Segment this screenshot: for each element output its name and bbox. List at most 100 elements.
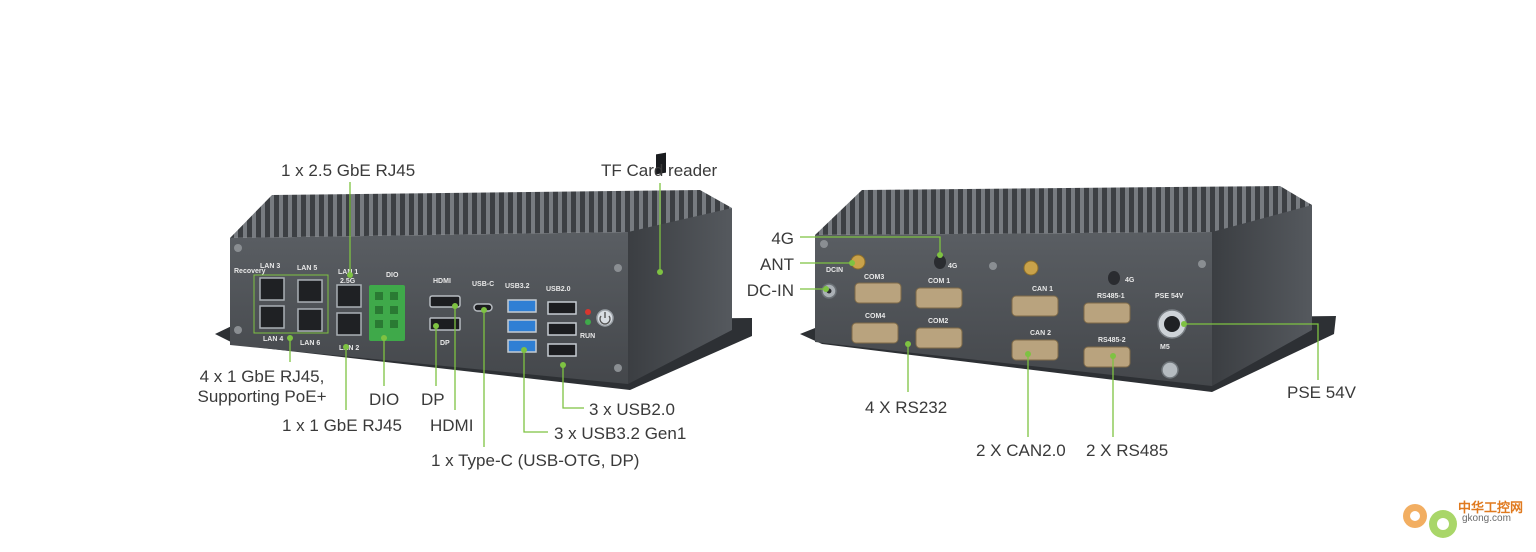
panel-label-com3: COM3 bbox=[864, 274, 884, 281]
lan-poe-frame bbox=[253, 274, 329, 334]
status-led-red bbox=[585, 309, 591, 315]
panel-label-dp: DP bbox=[440, 340, 450, 347]
m5-ground-screw bbox=[1161, 361, 1179, 379]
panel-label-usb32: USB3.2 bbox=[505, 283, 530, 290]
antenna-connector bbox=[1023, 260, 1039, 276]
panel-label-4g-2: 4G bbox=[1125, 277, 1135, 284]
screw bbox=[820, 240, 828, 248]
panel-label-can2: CAN 2 bbox=[1030, 330, 1051, 337]
panel-label-hdmi: HDMI bbox=[433, 278, 451, 285]
panel-label-run: RUN bbox=[580, 333, 595, 340]
screw bbox=[614, 264, 622, 272]
rj45-port-lan5 bbox=[297, 279, 323, 303]
front-device: Recovery LAN 3 LAN 5 LAN 1 2.5G DIO HDMI… bbox=[215, 152, 752, 390]
panel-label-com2: COM2 bbox=[928, 318, 948, 325]
panel-label-rs4851: RS485-1 bbox=[1097, 293, 1125, 300]
callout-1x-gbe-rj45: 1 x 1 GbE RJ45 bbox=[282, 416, 403, 435]
hdmi-port bbox=[429, 295, 461, 308]
usb20-port bbox=[547, 343, 577, 357]
callout-4g: 4G bbox=[771, 229, 794, 248]
usb20-ports bbox=[547, 301, 577, 357]
rj45-port-lan2 bbox=[336, 312, 362, 336]
rj45-port-lan3 bbox=[259, 277, 285, 301]
panel-label-can1: CAN 1 bbox=[1032, 286, 1053, 293]
panel-label-com1: COM 1 bbox=[928, 278, 950, 285]
panel-label-com4: COM4 bbox=[865, 313, 885, 320]
db9-ports bbox=[851, 282, 1131, 368]
usb32-port bbox=[507, 319, 537, 333]
db9-rs4851 bbox=[1083, 302, 1131, 324]
power-icon bbox=[599, 312, 611, 325]
callout-4x-gbe-line1: 4 x 1 GbE RJ45, bbox=[199, 367, 325, 386]
callout-dp: DP bbox=[421, 390, 445, 409]
db9-com3 bbox=[854, 282, 902, 304]
panel-label-lan4: LAN 4 bbox=[263, 336, 283, 343]
screw bbox=[1198, 260, 1206, 268]
watermark-logo bbox=[1403, 504, 1457, 538]
front-right-side bbox=[628, 208, 732, 384]
panel-label-pse: PSE 54V bbox=[1155, 293, 1184, 300]
db9-can1 bbox=[1011, 295, 1059, 317]
rear-heatsink bbox=[815, 186, 1312, 235]
db9-com1 bbox=[915, 287, 963, 309]
rj45-ports bbox=[259, 277, 362, 336]
rear-right-side bbox=[1212, 205, 1312, 386]
panel-label-dcin: DCIN bbox=[826, 267, 843, 274]
rj45-port-lan6 bbox=[297, 308, 323, 332]
panel-label-lan1: LAN 1 bbox=[338, 269, 358, 276]
panel-label-usbc: USB-C bbox=[472, 281, 494, 288]
tf-card-slot bbox=[656, 152, 666, 175]
screw bbox=[989, 262, 997, 270]
panel-label-dio: DIO bbox=[386, 272, 399, 279]
db9-com4 bbox=[851, 322, 899, 344]
callout-dc-in: DC-IN bbox=[746, 281, 794, 300]
callout-2-5gbe-rj45: 1 x 2.5 GbE RJ45 bbox=[281, 161, 416, 180]
usb20-port bbox=[547, 322, 577, 336]
4g-knockout bbox=[1108, 271, 1120, 285]
usb32-port bbox=[507, 299, 537, 313]
callout-tf-card-reader: TF Card reader bbox=[601, 161, 718, 180]
callout-dio: DIO bbox=[369, 390, 400, 409]
front-leader-lines bbox=[287, 182, 663, 447]
usb32-ports bbox=[507, 299, 537, 353]
callout-pse-54v: PSE 54V bbox=[1287, 383, 1356, 402]
db9-can2 bbox=[1011, 339, 1059, 361]
panel-label-lan1-sub: 2.5G bbox=[340, 278, 356, 285]
db9-rs4852 bbox=[1083, 346, 1131, 368]
callout-hdmi: HDMI bbox=[430, 416, 474, 435]
callout-4x-rs232: 4 X RS232 bbox=[865, 398, 948, 417]
status-led-green bbox=[585, 319, 591, 325]
callout-2x-can: 2 X CAN2.0 bbox=[976, 441, 1066, 460]
rear-leader-lines bbox=[800, 236, 1319, 437]
panel-label-rs4852: RS485-2 bbox=[1098, 337, 1126, 344]
screw bbox=[614, 364, 622, 372]
panel-label-usb20: USB2.0 bbox=[546, 286, 571, 293]
rear-device: COM3 COM 1 CAN 1 RS485-1 PSE 54V COM4 CO… bbox=[800, 186, 1336, 392]
panel-label-lan3: LAN 3 bbox=[260, 263, 280, 270]
rj45-port-lan1 bbox=[336, 284, 362, 308]
watermark-title: 中华工控网 bbox=[1458, 501, 1524, 516]
callout-type-c: 1 x Type-C (USB-OTG, DP) bbox=[431, 451, 640, 470]
callout-ant: ANT bbox=[760, 255, 794, 274]
panel-label-lan2: LAN 2 bbox=[339, 345, 359, 352]
usb20-port bbox=[547, 301, 577, 315]
db9-com2 bbox=[915, 327, 963, 349]
panel-label-m5: M5 bbox=[1160, 344, 1170, 351]
panel-label-lan6: LAN 6 bbox=[300, 340, 320, 347]
callout-4x-gbe-line2: Supporting PoE+ bbox=[197, 387, 327, 406]
dio-terminal bbox=[369, 285, 405, 341]
panel-label-lan5: LAN 5 bbox=[297, 265, 317, 272]
screw bbox=[234, 326, 242, 334]
panel-label-4g: 4G bbox=[948, 263, 958, 270]
front-heatsink bbox=[230, 190, 732, 238]
4g-knockout bbox=[934, 255, 946, 269]
screw bbox=[234, 244, 242, 252]
rj45-port-lan4 bbox=[259, 305, 285, 329]
callout-2x-rs485: 2 X RS485 bbox=[1086, 441, 1169, 460]
callout-usb32: 3 x USB3.2 Gen1 bbox=[554, 424, 687, 443]
dio-terminal-pins bbox=[375, 292, 398, 328]
pse-connector-core bbox=[1164, 316, 1180, 332]
callout-usb20: 3 x USB2.0 bbox=[589, 400, 675, 419]
callout-4x-gbe-poe: 4 x 1 GbE RJ45, Supporting PoE+ bbox=[192, 367, 332, 407]
